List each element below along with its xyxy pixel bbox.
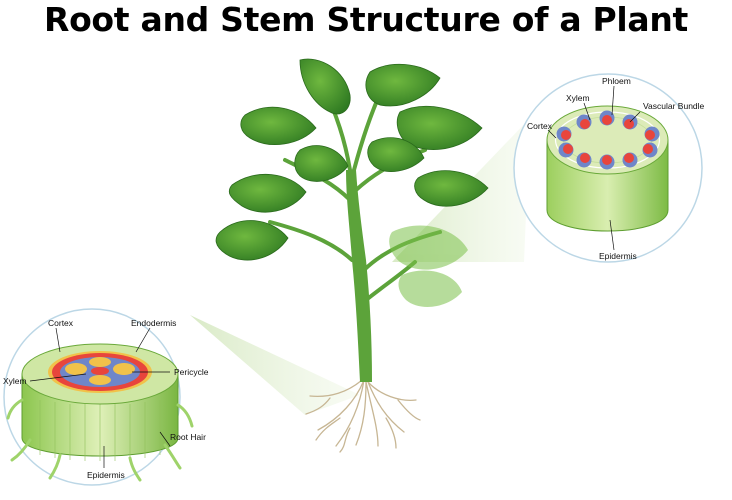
root-hairs [6, 398, 194, 482]
stem-cylinder [546, 105, 669, 232]
label-vascular-bundle: Vascular Bundle [643, 101, 705, 111]
leaf-overlay [389, 225, 468, 307]
stem-pointer-lines [547, 85, 641, 251]
label-epidermis-stem: Epidermis [599, 251, 637, 261]
label-xylem-stem: Xylem [566, 93, 590, 103]
root-zoom-beam [190, 315, 360, 415]
label-root-hair: Root Hair [170, 432, 206, 442]
label-xylem-root: Xylem [3, 376, 27, 386]
leaves [215, 58, 489, 261]
plant-stem [346, 170, 372, 382]
label-endodermis: Endodermis [131, 318, 177, 328]
root-pointer-lines [29, 327, 171, 468]
diagram-title: Root and Stem Structure of a Plant [43, 0, 689, 39]
label-cortex-root: Cortex [48, 318, 74, 328]
root-cylinder [6, 343, 194, 482]
label-phloem-stem: Phloem [602, 76, 631, 86]
label-epidermis-root: Epidermis [87, 470, 125, 480]
label-cortex-stem: Cortex [527, 121, 553, 131]
label-pericycle: Pericycle [174, 367, 209, 377]
roots [305, 379, 421, 453]
